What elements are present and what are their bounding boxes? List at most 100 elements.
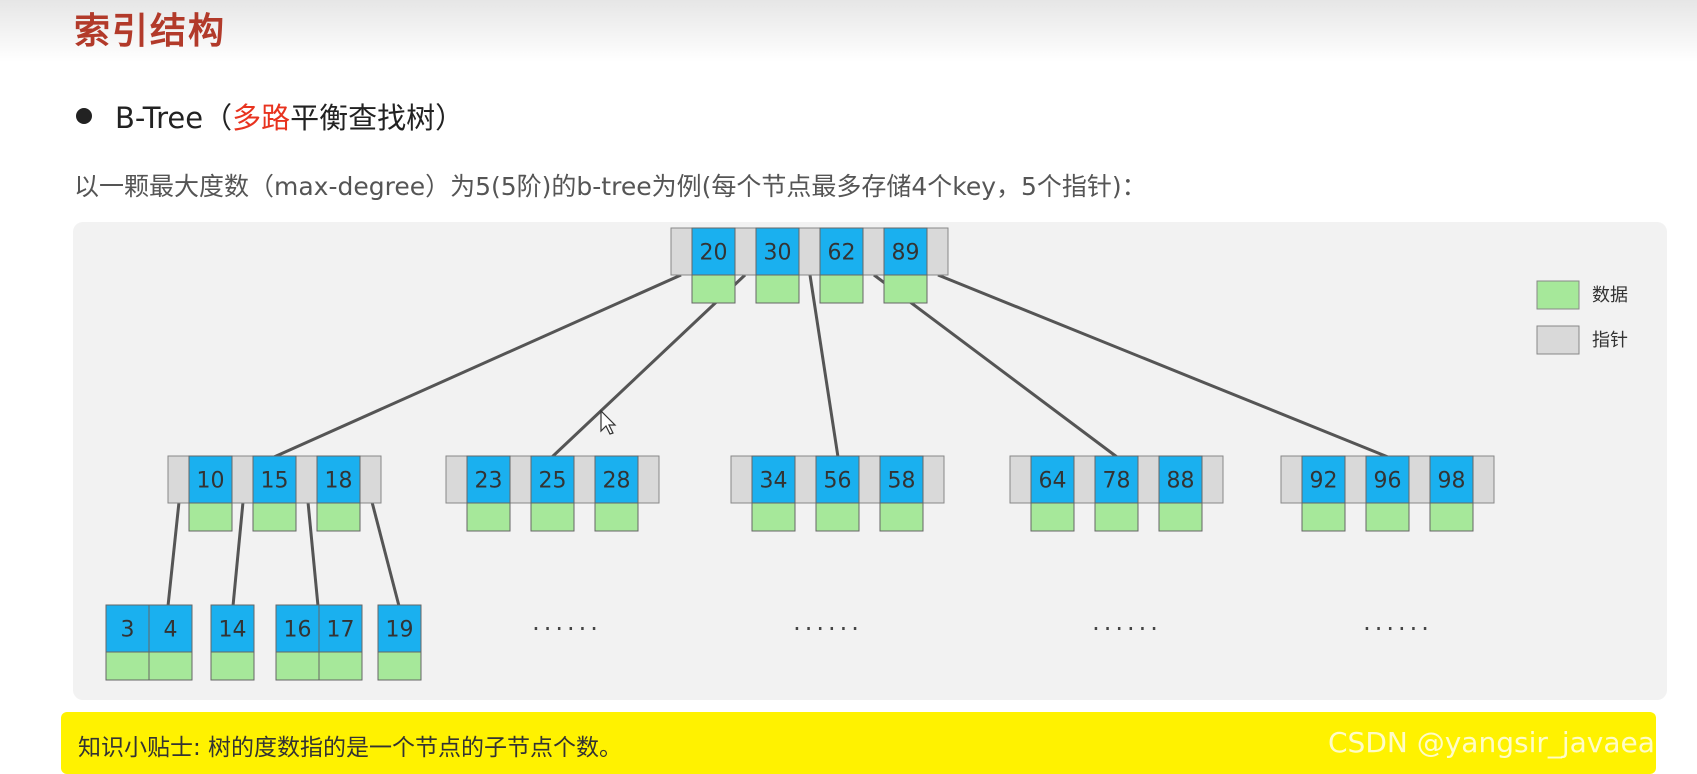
key-label: 20: [700, 241, 728, 266]
data-cell: [1030, 502, 1075, 532]
tip-text: 知识小贴士: 树的度数指的是一个节点的子节点个数。: [78, 735, 623, 761]
key-cell: [1429, 455, 1474, 504]
key-label: 3: [121, 618, 135, 643]
edge-n10-p2: [306, 501, 320, 607]
bullet-highlight: 多路: [232, 101, 291, 135]
data-cell: [377, 651, 422, 681]
key-label: 19: [386, 618, 414, 643]
bullet-heading: B-Tree（多路平衡查找树）: [115, 95, 464, 137]
data-cell: [1429, 502, 1474, 532]
data-cell: [594, 502, 639, 532]
page-title: 索引结构: [74, 11, 227, 52]
key-cell: [819, 227, 864, 276]
key-cell: [691, 227, 736, 276]
key-label: 96: [1374, 469, 1402, 494]
data-cell: [188, 502, 233, 532]
key-label: 14: [219, 618, 247, 643]
edge-n10-p0: [166, 501, 181, 607]
key-cell: [1158, 455, 1203, 504]
key-cell: [318, 604, 363, 653]
key-label: 10: [197, 469, 225, 494]
data-cell: [210, 651, 255, 681]
key-label: 30: [764, 241, 792, 266]
data-cell: [879, 502, 924, 532]
key-label: 4: [164, 618, 178, 643]
data-cell: [105, 651, 150, 681]
node-23: 23 25 28: [445, 455, 660, 532]
ellipsis: ......: [793, 608, 863, 636]
legend-label: 数据: [1592, 285, 1628, 306]
key-label: 62: [828, 241, 856, 266]
data-cell: [275, 651, 320, 681]
key-label: 18: [325, 469, 353, 494]
bullet-suffix: 平衡查找树）: [290, 101, 465, 135]
key-label: 89: [892, 241, 920, 266]
edge-root-p3: [873, 273, 1118, 459]
key-label: 92: [1310, 469, 1338, 494]
key-label: 58: [888, 469, 916, 494]
key-cell: [275, 604, 320, 653]
header-band: [0, 0, 1697, 62]
key-label: 78: [1103, 469, 1131, 494]
node-64: 64 78 88: [1009, 455, 1224, 532]
data-cell: [252, 502, 297, 532]
root-node: 20 30 62 89: [670, 227, 949, 304]
ellipsis: ......: [1363, 608, 1433, 636]
data-cell: [751, 502, 796, 532]
key-cell: [879, 455, 924, 504]
key-label: 15: [261, 469, 289, 494]
data-cell: [530, 502, 575, 532]
data-cell: [316, 502, 361, 532]
mouse-cursor-icon: [600, 409, 617, 435]
data-cell: [148, 651, 193, 681]
data-cell: [755, 274, 800, 304]
key-label: 88: [1167, 469, 1195, 494]
key-label: 34: [760, 469, 788, 494]
edge-root-p1: [550, 273, 747, 459]
edge-n10-p3: [370, 501, 401, 607]
key-label: 17: [327, 618, 355, 643]
key-label: 25: [539, 469, 567, 494]
bullet-dot: [76, 108, 92, 124]
node-92: 92 96 98: [1280, 455, 1495, 532]
leaf-node-14: 14: [210, 604, 255, 681]
key-cell: [1301, 455, 1346, 504]
ellipsis: ......: [1092, 608, 1162, 636]
watermark: CSDN @yangsir_javaeasy: [1328, 726, 1687, 759]
leaf-node-19: 19: [377, 604, 422, 681]
key-label: 56: [824, 469, 852, 494]
key-cell: [755, 227, 800, 276]
data-cell: [1094, 502, 1139, 532]
edge-root-p2: [808, 274, 840, 458]
edge-root-p4: [937, 273, 1389, 459]
key-label: 64: [1039, 469, 1067, 494]
node-10: 10 15 18: [167, 455, 382, 532]
data-cell: [815, 502, 860, 532]
node-34: 34 56 58: [730, 455, 945, 532]
ellipsis: ......: [532, 608, 602, 636]
key-cell: [252, 455, 297, 504]
key-label: 16: [284, 618, 312, 643]
data-cell: [883, 274, 928, 304]
key-cell: [1094, 455, 1139, 504]
tip-box: 知识小贴士: 树的度数指的是一个节点的子节点个数。: [61, 712, 1656, 774]
legend-label: 指针: [1592, 330, 1628, 351]
key-cell: [815, 455, 860, 504]
edges: [166, 273, 1389, 607]
bullet-prefix: B-Tree（: [115, 101, 233, 135]
key-cell: [188, 455, 233, 504]
key-cell: [594, 455, 639, 504]
data-cell: [691, 274, 736, 304]
key-cell: [466, 455, 511, 504]
key-label: 23: [475, 469, 503, 494]
key-cell: [751, 455, 796, 504]
data-cell: [1158, 502, 1203, 532]
data-cell: [466, 502, 511, 532]
key-label: 28: [603, 469, 631, 494]
key-label: 98: [1438, 469, 1466, 494]
key-cell: [316, 455, 361, 504]
